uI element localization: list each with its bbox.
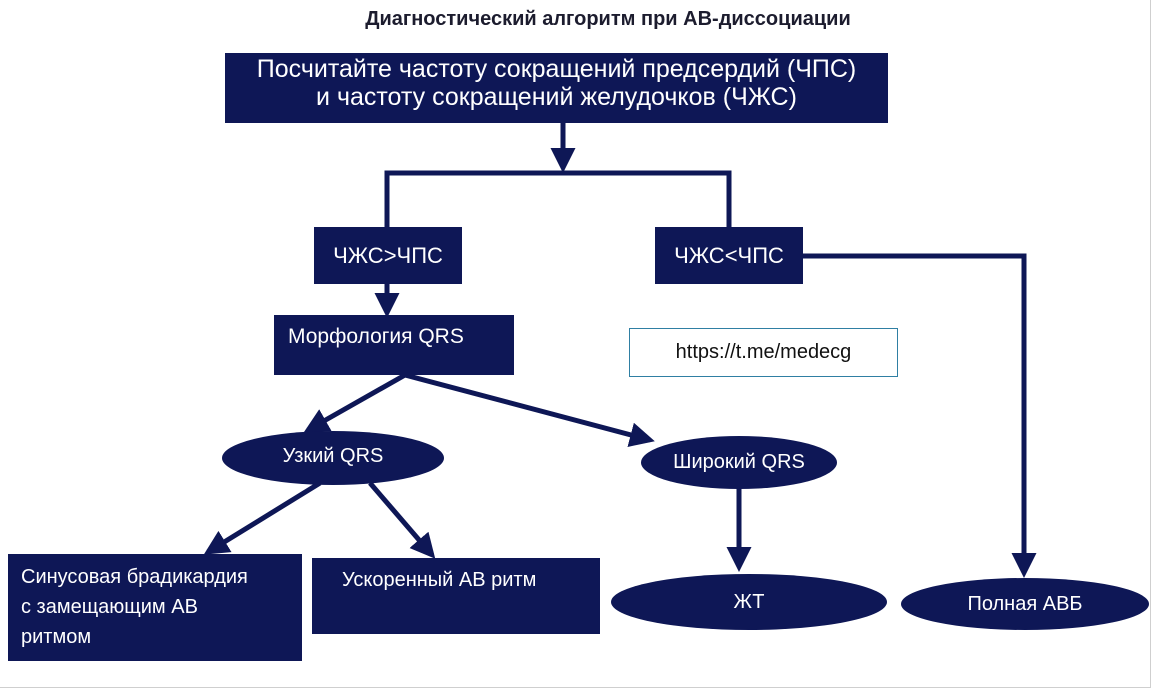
arrow-to-wide: [404, 372, 655, 447]
node-qrs-morphology: Морфология QRS: [274, 315, 514, 375]
node-complete-avb-label: Полная АВБ: [967, 592, 1083, 615]
node-sinus-line3: ритмом: [21, 626, 92, 648]
arrow-to-narrow: [303, 372, 407, 433]
node-wide-qrs: Широкий QRS: [641, 436, 837, 489]
node-count-rates-line1: Посчитайте частоту сокращений предсердий…: [256, 55, 857, 83]
node-wide-qrs-label: Широкий QRS: [673, 451, 805, 473]
line-to-avb: [803, 253, 1037, 578]
node-complete-avb: Полная АВБ: [901, 578, 1149, 630]
node-accelerated-av: Ускоренный АВ ритм: [312, 558, 600, 634]
telegram-link[interactable]: https://t.me/medecg: [629, 328, 898, 377]
arrow-to-accelerated: [368, 481, 436, 559]
node-sinus-line1: Синусовая брадикардия: [21, 566, 248, 588]
node-narrow-qrs: Узкий QRS: [222, 431, 444, 485]
node-vt-label: ЖТ: [733, 590, 765, 613]
node-count-rates: Посчитайте частоту сокращений предсердий…: [225, 53, 888, 123]
node-count-rates-line2: и частоту сокращений желудочков (ЧЖС): [316, 83, 797, 111]
node-narrow-qrs-label: Узкий QRS: [282, 444, 384, 467]
node-vr-gt-ar: ЧЖС>ЧПС: [314, 227, 462, 284]
node-vr-lt-ar: ЧЖС<ЧПС: [655, 227, 803, 284]
diagram-title: Диагностический алгоритм при АВ-диссоциа…: [365, 8, 851, 30]
node-vr-lt-ar-label: ЧЖС<ЧПС: [674, 242, 784, 268]
node-sinus-line2: с замещающим АВ: [21, 596, 198, 618]
node-sinus-bradycardia: Синусовая брадикардия с замещающим АВ ри…: [8, 554, 302, 661]
arrow-to-sinus: [203, 480, 322, 555]
split-line: [384, 170, 732, 227]
node-vt: ЖТ: [611, 574, 887, 630]
node-accelerated-av-label: Ускоренный АВ ритм: [342, 569, 537, 591]
node-qrs-morphology-label: Морфология QRS: [288, 325, 464, 348]
telegram-link-text[interactable]: https://t.me/medecg: [675, 341, 852, 363]
node-vr-gt-ar-label: ЧЖС>ЧПС: [333, 242, 443, 268]
